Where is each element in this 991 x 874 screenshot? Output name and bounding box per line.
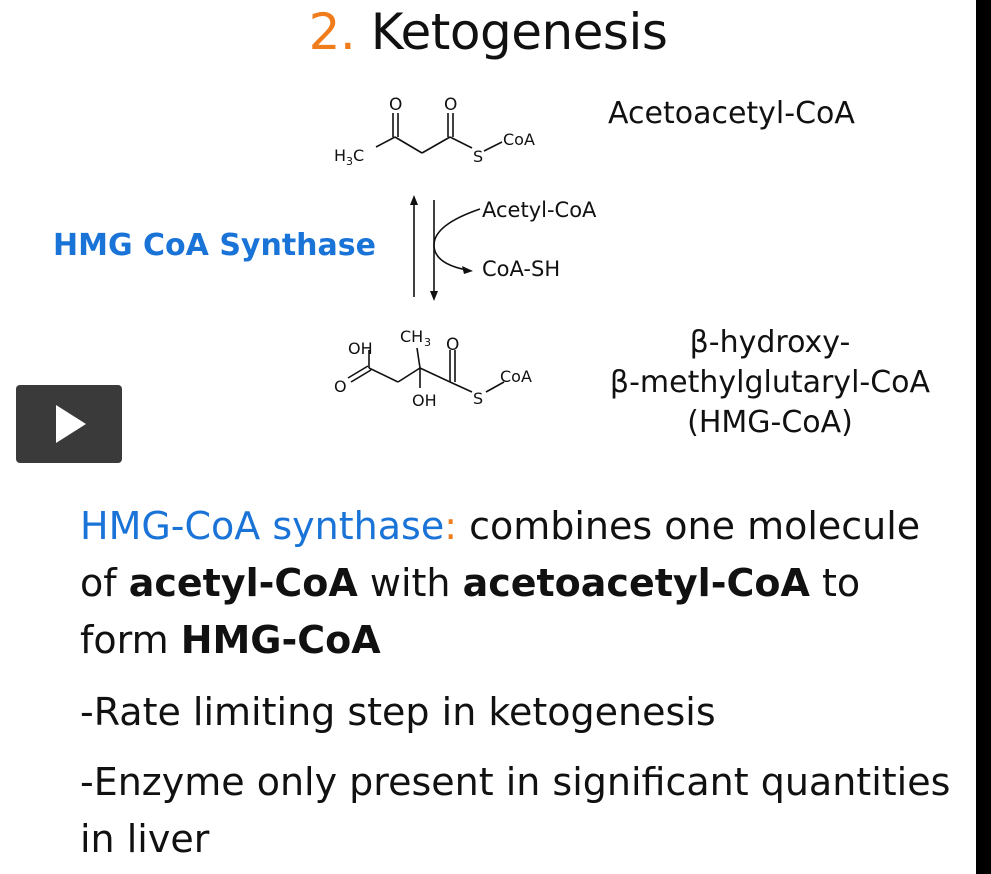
structure-methyl-ch: CH [400,327,423,346]
structure-oxygen: O [444,95,457,115]
play-button[interactable] [16,385,122,463]
product-coa-sh: CoA-SH [482,257,561,281]
compound-name-line: β-methylglutaryl-CoA [609,365,931,400]
play-triangle-icon [56,405,86,443]
enzyme-label: HMG CoA Synthase [53,228,376,263]
structure-sulfur: S [473,389,483,408]
hmg-coa-term: HMG-CoA [180,618,381,662]
structure-methyl-sub: 3 [424,336,431,349]
structure-oxygen: O [446,335,459,355]
title-number: 2. [308,3,356,61]
acetoacetyl-coa-term: acetoacetyl-CoA [462,561,810,605]
structure-sulfur: S [473,147,483,166]
structure-methyl-c: C [353,146,364,165]
structure-coa: CoA [500,367,532,386]
hmg-coa-structure: OH CH 3 O O OH S CoA [334,327,532,410]
acetoacetyl-coa-structure: O O H 3 C S CoA [334,95,535,168]
structure-hydroxyl: OH [348,339,373,358]
structure-methyl-h: H [334,146,346,165]
text-fragment: with [357,561,463,605]
structure-hydroxyl: OH [412,391,437,410]
text-fragment: combines one molecule of [80,504,921,605]
bottom-compound-name: β-hydroxy- β-methylglutaryl-CoA (HMG-CoA… [595,323,945,443]
text-fragment: to form [80,561,861,662]
equilibrium-arrows [410,195,481,301]
reactant-acetyl-coa: Acetyl-CoA [482,198,597,222]
structure-oxygen: O [334,377,347,396]
bullet-rate-limiting: -Rate limiting step in ketogenesis [80,690,716,734]
slide-title: 2. Ketogenesis [0,2,976,62]
window-edge [976,0,991,874]
compound-name-line: (HMG-CoA) [687,405,853,440]
title-text: Ketogenesis [370,3,668,61]
structure-oxygen: O [389,95,402,115]
bullet-liver-only: -Enzyme only present in significant quan… [80,754,950,868]
description-paragraph: HMG-CoA synthase: combines one molecule … [80,498,960,669]
top-compound-name: Acetoacetyl-CoA [608,96,855,131]
structure-methyl-sub: 3 [346,155,353,168]
bullet-line: in liver [80,817,210,861]
acetyl-coa-term: acetyl-CoA [128,561,358,605]
enzyme-name: HMG-CoA synthase [80,504,445,548]
colon: : [444,504,458,548]
compound-name-line: β-hydroxy- [689,325,851,360]
structure-coa: CoA [503,130,535,149]
bullet-line: -Enzyme only present in significant quan… [80,760,951,804]
